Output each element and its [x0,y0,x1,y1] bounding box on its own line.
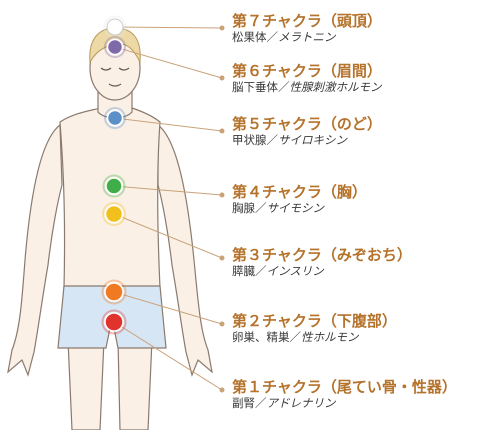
leader-line-7 [113,321,223,391]
chakra-points [101,15,127,335]
hormone-name: インスリン [266,264,324,278]
chakra-point-3 [106,109,124,127]
chakra-glow-6 [101,279,127,305]
chakra-organ-hormone: 卵巣、精巣／性ホルモン [232,330,497,344]
leader-line-4 [113,185,223,196]
leader-end-dot-1 [219,25,225,31]
chakra-glow-2 [104,36,126,58]
separator: ／ [278,80,290,94]
leader-end-dot-3 [219,128,225,134]
organ-name: 甲状腺 [232,133,267,147]
separator: ／ [289,330,302,344]
chakra-glow-5 [102,202,126,226]
chakra-label-7: 第１チャクラ（尾てい骨・性器）副腎／アドレナリン [232,378,497,410]
organ-name: 副腎 [232,396,255,410]
right-eye [118,67,130,71]
separator: ／ [255,396,267,410]
organ-name: 胸腺 [232,201,255,215]
chakra-label-6: 第２チャクラ（下腹部）卵巣、精巣／性ホルモン [232,312,497,344]
chakra-label-4: 第４チャクラ（胸）胸腺／サイモシン [232,183,497,215]
hormone-name: 性腺刺激ホルモン [289,80,382,94]
separator: ／ [255,201,267,215]
right-leg [117,339,153,430]
leader-end-dot-2 [219,75,225,81]
hormone-name: サイロキシン [278,133,347,147]
chakra-title: 第７チャクラ（頭頂） [232,12,382,30]
right-arm [157,123,213,377]
left-leg [67,339,105,430]
leader-line-3 [114,117,223,132]
chakra-point-4 [105,177,123,195]
leader-line-6 [113,291,223,325]
left-eye [100,67,112,71]
hormone-name: メラトニン [278,30,336,44]
chakra-title: 第５チャクラ（のど） [232,115,382,133]
chakra-point-6 [104,282,124,302]
chakra-title: 第１チャクラ（尾てい骨・性器） [232,378,457,396]
chakra-label-5: 第３チャクラ（みぞおち）膵臓／インスリン [232,246,497,278]
chakra-point-2 [106,38,124,56]
chakra-title: 第２チャクラ（下腹部） [232,312,397,330]
hormone-name: 性ホルモン [301,330,359,344]
chakra-glow-1 [103,15,127,39]
chakra-glow-4 [102,174,126,198]
leader-end-dot-7 [219,387,225,393]
chakra-organ-hormone: 膵臓／インスリン [232,264,497,278]
torso [59,107,161,289]
separator: ／ [255,264,267,278]
hormone-name: アドレナリン [266,396,336,410]
chakra-label-1: 第７チャクラ（頭頂）松果体／メラトニン [232,12,497,44]
chakra-point-7 [104,312,124,332]
chakra-label-3: 第５チャクラ（のど）甲状腺／サイロキシン [232,115,497,147]
chakra-title: 第４チャクラ（胸） [232,183,367,201]
chakra-glow-3 [104,107,126,129]
mouth [108,83,122,87]
chakra-title: 第６チャクラ（眉間） [232,62,382,80]
organ-name: 膵臓 [232,264,255,278]
organ-name: 卵巣、精巣 [232,330,290,344]
left-arm [7,123,63,377]
chakra-title: 第３チャクラ（みぞおち） [232,246,412,264]
chakra-point-1 [106,18,124,36]
organ-name: 脳下垂体 [232,80,278,94]
separator: ／ [266,30,279,44]
leader-line-1 [114,26,223,29]
organ-name: 松果体 [232,30,267,44]
leader-line-5 [113,213,223,259]
hormone-name: サイモシン [266,201,325,215]
chakra-label-2: 第６チャクラ（眉間）脳下垂体／性腺刺激ホルモン [232,62,497,94]
leader-line-2 [114,46,223,79]
chakra-organ-hormone: 脳下垂体／性腺刺激ホルモン [232,80,497,94]
chakra-organ-hormone: 副腎／アドレナリン [232,396,497,410]
leader-lines [113,25,225,393]
separator: ／ [266,133,279,147]
chakra-point-5 [104,204,124,224]
chakra-glow-7 [101,309,127,335]
leader-end-dot-6 [219,321,225,327]
leader-end-dot-4 [219,192,225,198]
chakra-organ-hormone: 胸腺／サイモシン [232,201,497,215]
chakra-organ-hormone: 甲状腺／サイロキシン [232,133,497,147]
leader-end-dot-5 [219,255,225,261]
chakra-organ-hormone: 松果体／メラトニン [232,30,497,44]
